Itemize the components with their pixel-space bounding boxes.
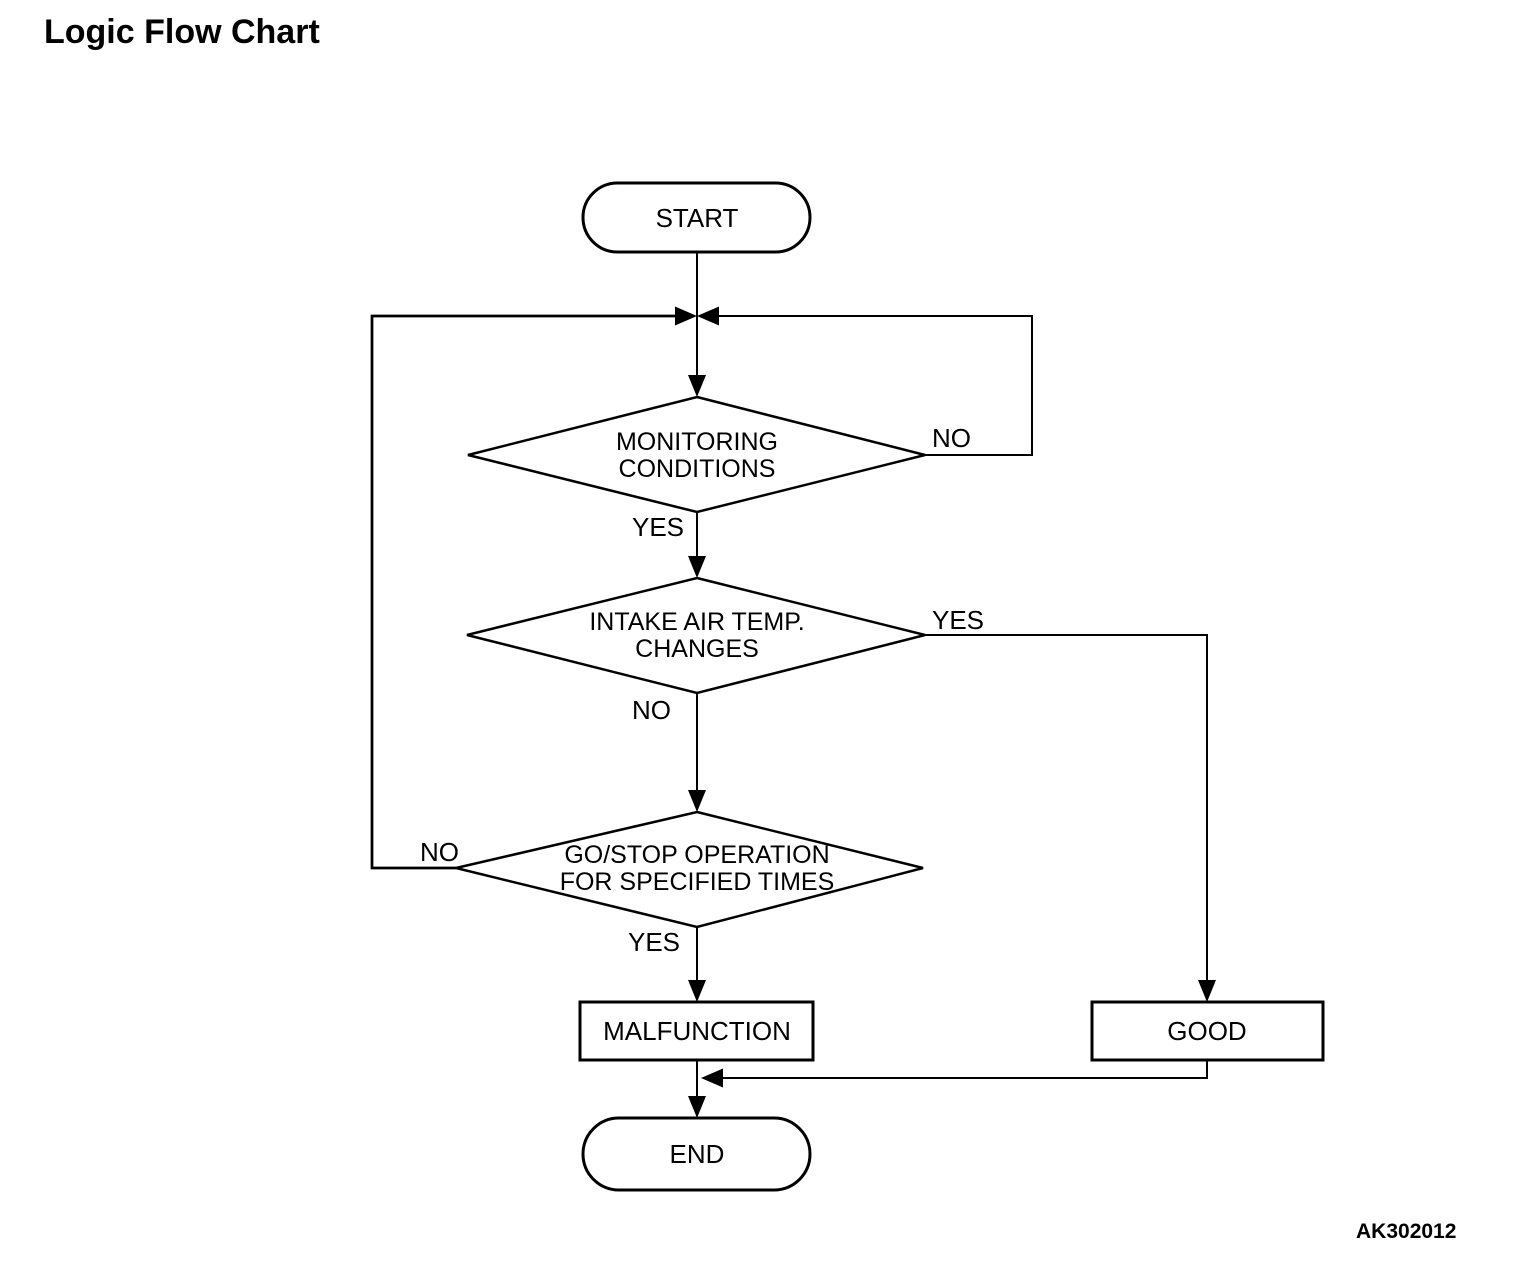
arrowhead	[675, 306, 697, 326]
node-monitoring-conditions: MONITORING CONDITIONS	[467, 395, 926, 514]
edge-good-to-end-line	[701, 1060, 1208, 1088]
node-start: START	[581, 181, 812, 254]
edge-label-no: NO	[420, 837, 459, 867]
edge-label-no: NO	[932, 423, 971, 453]
node-start-label: START	[656, 203, 739, 233]
node-intake-line2: CHANGES	[635, 635, 759, 663]
node-intake-line1: INTAKE AIR TEMP.	[589, 608, 804, 636]
page-title: Logic Flow Chart	[44, 13, 320, 51]
edge-label-no: NO	[632, 695, 671, 725]
arrowhead	[697, 306, 719, 326]
edge-start-to-monitoring	[688, 252, 706, 397]
edge-monitoring-no-loop: NO	[697, 306, 1033, 456]
node-monitoring-line1: MONITORING	[616, 428, 778, 456]
node-go-stop-operation: GO/STOP OPERATION FOR SPECIFIED TIMES	[455, 810, 924, 929]
node-monitoring-line2: CONDITIONS	[619, 455, 776, 483]
node-end: END	[581, 1116, 812, 1192]
arrowhead	[688, 1096, 706, 1118]
node-gostop-line2: FOR SPECIFIED TIMES	[560, 868, 835, 896]
figure-code: AK302012	[1356, 1220, 1457, 1243]
node-good-label: GOOD	[1167, 1016, 1246, 1046]
arrowhead	[1198, 980, 1216, 1002]
edge-malfunction-to-end	[688, 1060, 706, 1118]
arrowhead	[688, 556, 706, 578]
edge-intake-no-to-gostop: NO	[632, 693, 706, 812]
edge-label-yes: YES	[932, 605, 984, 635]
edge-label-yes: YES	[628, 927, 680, 957]
arrowhead	[701, 1068, 723, 1088]
arrowhead	[688, 375, 706, 397]
edge-label-yes: YES	[632, 512, 684, 542]
node-end-label: END	[670, 1139, 725, 1169]
edge-gostop-no-loop: NO	[370, 306, 697, 870]
arrowhead	[688, 980, 706, 1002]
node-gostop-line1: GO/STOP OPERATION	[564, 841, 829, 869]
edge-gostop-yes-to-malfunction: YES	[628, 927, 706, 1002]
edge-monitoring-yes-to-intake: YES	[632, 512, 706, 578]
arrowhead	[688, 790, 706, 812]
node-malfunction: MALFUNCTION	[578, 1000, 815, 1062]
node-malfunction-label: MALFUNCTION	[603, 1016, 791, 1046]
node-good: GOOD	[1090, 1000, 1325, 1062]
edge-intake-yes-to-good: YES	[925, 605, 1216, 1002]
node-intake-air-temp-changes: INTAKE AIR TEMP. CHANGES	[466, 576, 926, 695]
